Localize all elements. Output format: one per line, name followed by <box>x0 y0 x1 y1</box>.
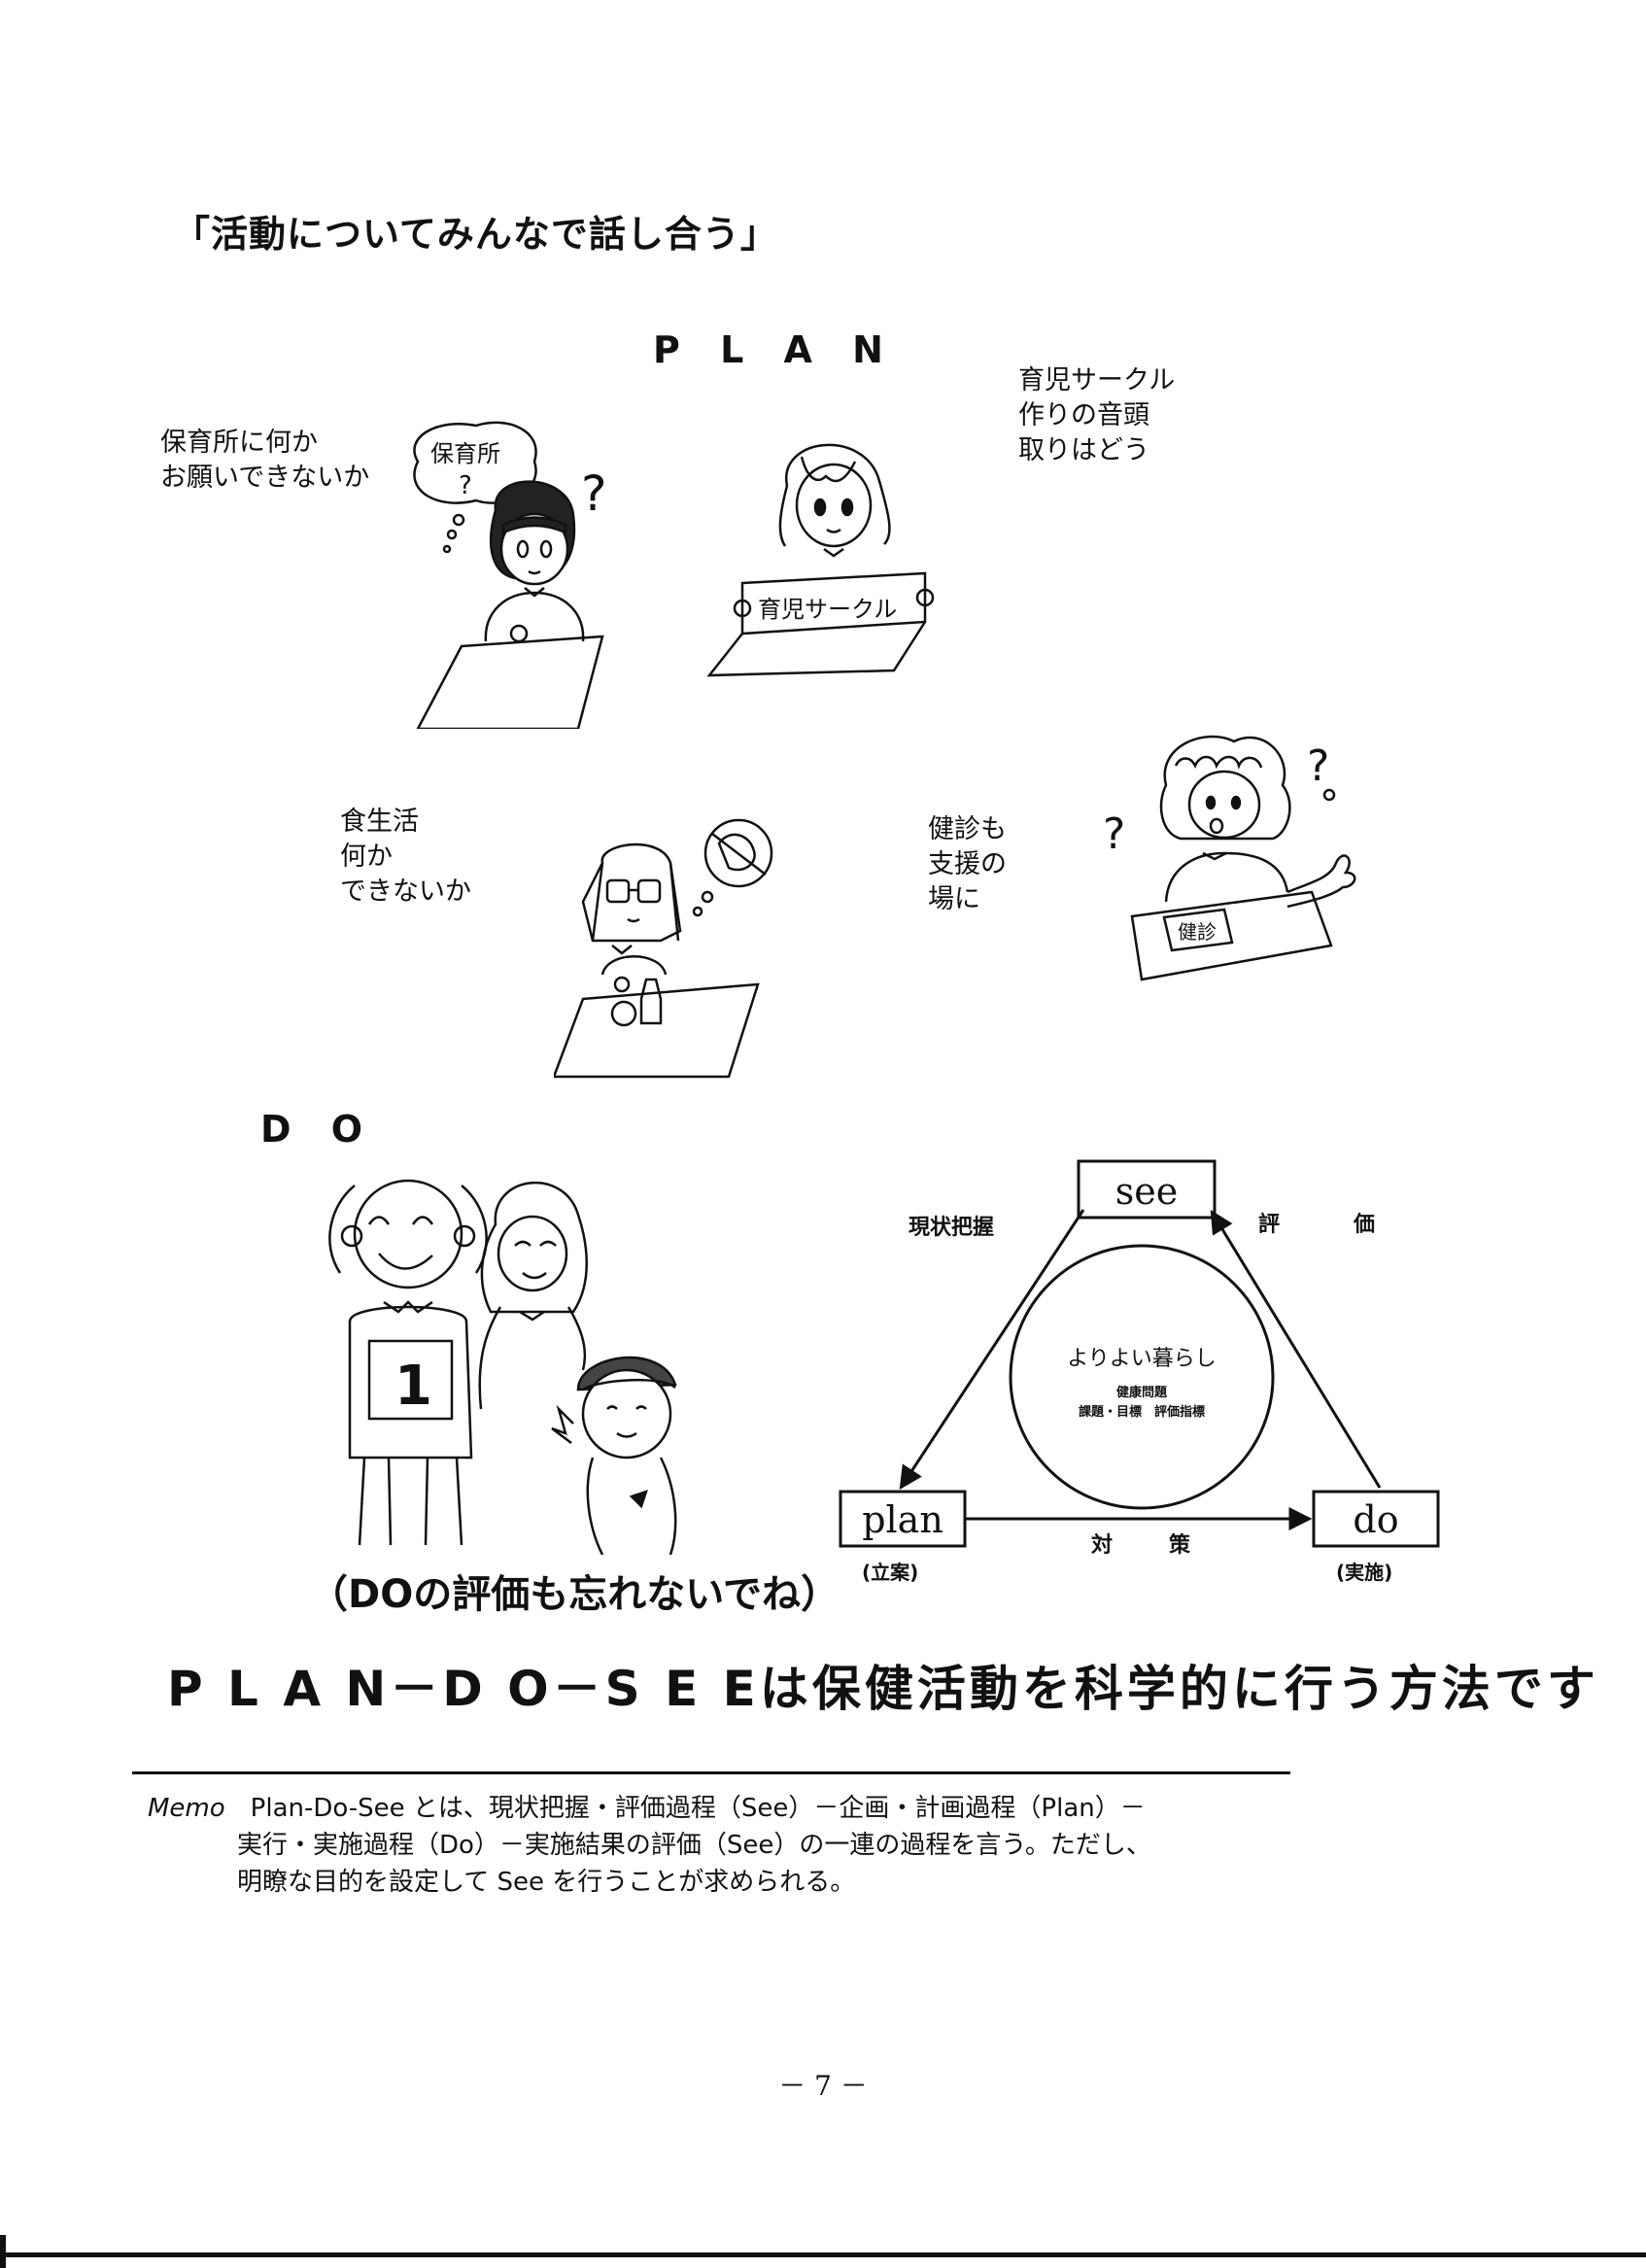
do-evaluation-caption: （DOの評価も忘れないでね） <box>309 1572 840 1617</box>
center-line-2: 課題・目標 評価指標 <box>1079 1404 1205 1420</box>
do-box <box>1312 1490 1440 1548</box>
plan-label: plan <box>862 1498 943 1541</box>
sign-parenting-circle: 育児サークル <box>758 596 897 623</box>
center-title: よりよい暮らし <box>1067 1347 1217 1371</box>
memo-line-3: 明瞭な目的を設定して See を行うことが求められる。 <box>237 1868 856 1897</box>
see-box <box>1077 1159 1217 1220</box>
svg-text:?: ? <box>581 465 607 522</box>
label-situation: 現状把握 <box>909 1215 994 1240</box>
conclusion-heading: P L A N－D O－S E Eは保健活動を科学的に行う方法です <box>167 1661 1599 1717</box>
do-label: do <box>1353 1498 1398 1541</box>
label-eval-2: 価 <box>1353 1213 1375 1237</box>
speech-nursery-request: 保育所に何か お願いできないか <box>160 428 370 493</box>
label-measure-2: 策 <box>1169 1532 1191 1558</box>
bubble-text-nursery: 保育所 <box>430 440 500 467</box>
memo-line-2: 実行・実施過程（Do）－実施結果の評価（See）の一連の過程を言う。ただし、 <box>237 1831 1151 1860</box>
illustration-girl-with-sign: 育児サークル <box>706 443 935 677</box>
center-circle <box>1009 1244 1275 1510</box>
race-bib-number: 1 <box>394 1355 432 1418</box>
label-eval-1: 評 <box>1258 1212 1280 1237</box>
illustration-person-with-glasses <box>554 818 773 1079</box>
center-line-1: 健康問題 <box>1116 1385 1168 1400</box>
svg-text:?: ? <box>459 471 472 500</box>
speech-diet: 食生活 何か できないか <box>340 807 471 907</box>
memo-line-1: Memo Plan-Do-See とは、現状把握・評価過程（See）－企画・計画過… <box>148 1790 1391 1827</box>
speech-checkup: 健診も 支援の 場に <box>928 814 1007 914</box>
illustration-checkup-speaker: ? ? 健診 <box>1103 735 1356 981</box>
plan-heading: P L A N <box>653 328 897 371</box>
do-sub-label: (実施) <box>1336 1561 1392 1584</box>
illustration-cheering-group: 1 <box>328 1179 677 1555</box>
memo-key: Memo <box>148 1794 225 1823</box>
bottom-edge-line <box>0 2252 1646 2257</box>
do-heading: D O <box>260 1108 377 1151</box>
memo-block: Memo Plan-Do-See とは、現状把握・評価過程（See）－企画・計画過… <box>148 1790 1391 1901</box>
svg-text:?: ? <box>1103 809 1125 859</box>
memo-divider <box>132 1771 1290 1774</box>
see-label: see <box>1115 1170 1178 1213</box>
page-number: － 7 － <box>778 2070 868 2102</box>
plan-sub-label: (立案) <box>862 1561 918 1584</box>
memo-line-1-text: Plan-Do-See とは、現状把握・評価過程（See）－企画・計画過程（Pl… <box>250 1794 1146 1823</box>
arrow-do-to-see <box>1210 1209 1382 1489</box>
left-edge-mark <box>0 2235 6 2268</box>
label-measure-1: 対 <box>1091 1533 1113 1558</box>
svg-text:?: ? <box>1307 741 1329 791</box>
arrow-see-to-plan <box>899 1209 1085 1491</box>
paper-checkup: 健診 <box>1178 920 1217 944</box>
illustration-woman-thinking: 保育所 ? ? <box>413 421 607 729</box>
speech-parenting-circle: 育児サークル 作りの音頭 取りはどう <box>1018 365 1176 465</box>
pds-cycle-diagram: see plan do (立案) (実施) 現状把握 評 価 対 策 よりよい暮… <box>839 1159 1440 1584</box>
page-title: 「活動についてみんなで話し合う」 <box>173 213 778 256</box>
